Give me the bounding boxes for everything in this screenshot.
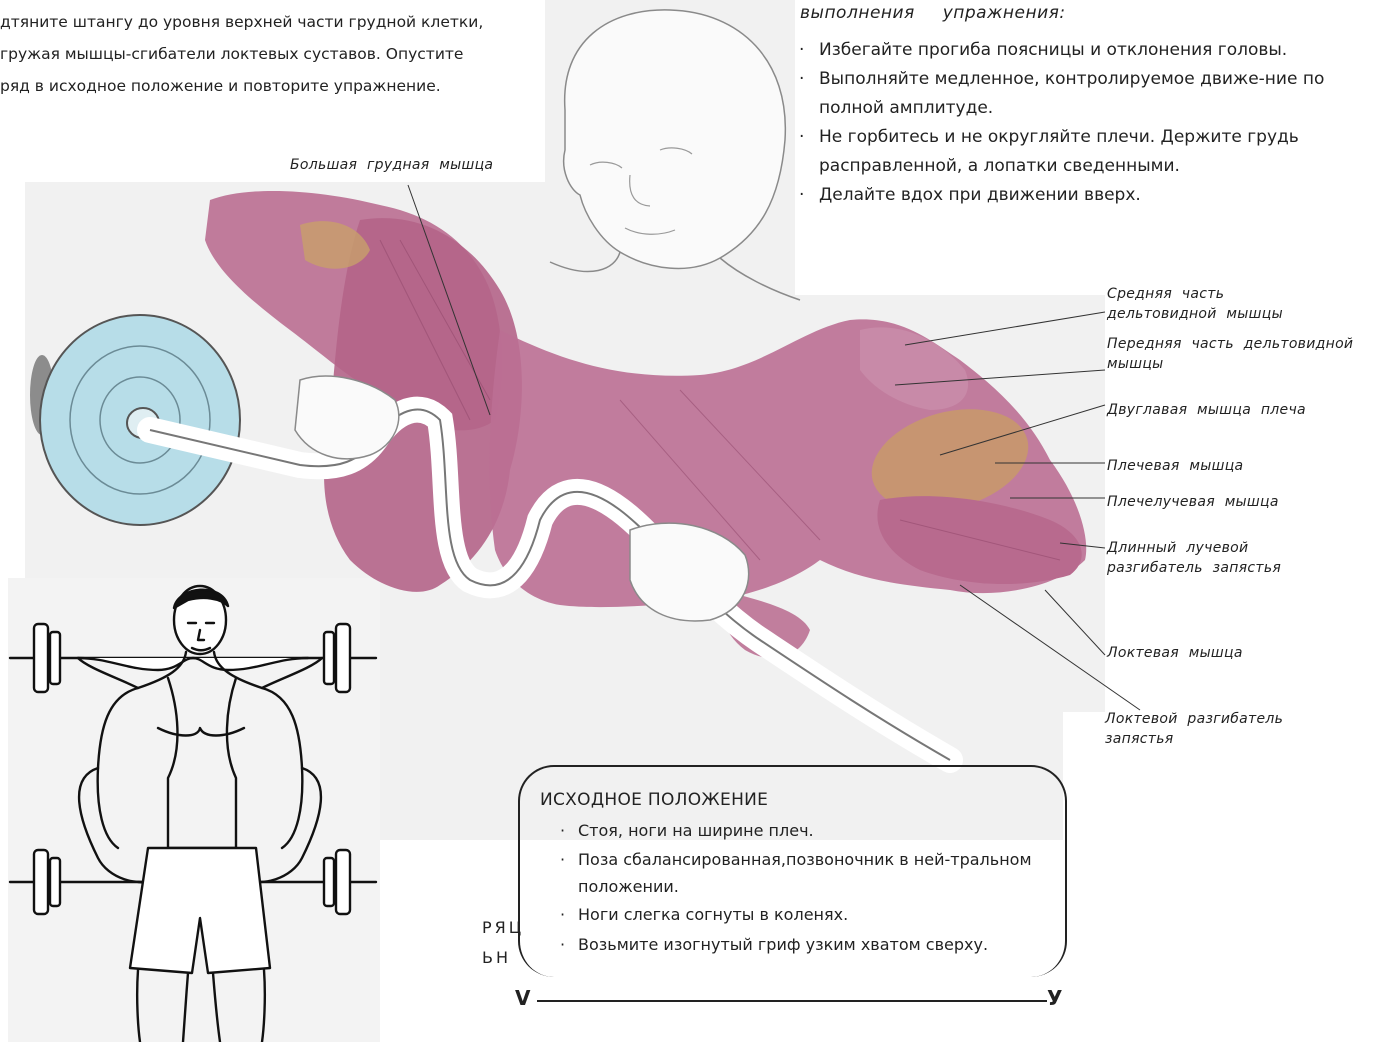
start-item: Поза сбалансированная,позвоночник в ней-… xyxy=(558,846,1058,900)
figure-torso xyxy=(98,652,303,848)
start-position: ИСХОДНОЕ ПОЛОЖЕНИЕ Стоя, ноги на ширине … xyxy=(540,790,1058,960)
upper-plate-right-inner xyxy=(324,632,334,684)
label-biceps: Двуглавая мышца плеча xyxy=(1107,400,1306,420)
lower-plate-right xyxy=(336,850,350,914)
upper-ez-curve xyxy=(78,658,308,670)
arrow-line xyxy=(537,1000,1047,1002)
label-anterior-deltoid: Передняя часть дельтовидной мышцы xyxy=(1107,334,1387,374)
label-brachioradialis: Плечелучевая мышца xyxy=(1107,492,1279,512)
upper-plate-left xyxy=(34,624,48,692)
tip-item: Избегайте прогиба поясницы и отклонения … xyxy=(795,36,1375,65)
tips-list: Избегайте прогиба поясницы и отклонения … xyxy=(795,36,1375,210)
label-anconeus: Локтевая мышца xyxy=(1107,643,1243,663)
label-ext-carpi-radialis-longus: Длинный лучевой разгибатель запястья xyxy=(1107,538,1297,578)
label-ext-carpi-ulnaris: Локтевой разгибатель запястья xyxy=(1105,709,1315,749)
tip-item: Делайте вдох при движении вверх. xyxy=(795,181,1375,210)
label-middle-deltoid: Средняя часть дельтовидной мышцы xyxy=(1107,284,1307,324)
tip-item: Выполняйте медленное, контролируемое дви… xyxy=(795,65,1375,123)
start-position-title: ИСХОДНОЕ ПОЛОЖЕНИЕ xyxy=(540,790,1058,810)
arrow-end-left: V xyxy=(515,986,530,1010)
lower-plate-left xyxy=(34,850,48,914)
start-position-list: Стоя, ноги на ширине плеч. Поза сбаланси… xyxy=(558,816,1058,960)
lower-plate-right-inner xyxy=(324,858,334,906)
margin-mark: РЯЦ xyxy=(482,918,524,937)
figure-legs xyxy=(137,970,265,1042)
tip-item: Не горбитесь и не округляйте плечи. Держ… xyxy=(795,123,1375,181)
arrow-end-right: У xyxy=(1047,986,1062,1010)
figure-chest xyxy=(158,728,244,736)
figure-shorts xyxy=(130,848,270,973)
upper-plate-right xyxy=(336,624,350,692)
start-item: Стоя, ноги на ширине плеч. xyxy=(558,816,1058,846)
start-item: Возьмите изогнутый гриф узким хватом све… xyxy=(558,930,1058,960)
start-item: Ноги слегка согнуты в коленях. xyxy=(558,900,1058,930)
label-brachialis: Плечевая мышца xyxy=(1107,456,1243,476)
lower-plate-left-inner xyxy=(50,858,60,906)
margin-mark: ЬН xyxy=(482,948,511,967)
tips-title: выполнения упражнения: xyxy=(800,3,1066,23)
standing-figure-illustration xyxy=(8,578,380,1042)
upper-plate-left-inner xyxy=(50,632,60,684)
label-pectoralis: Большая грудная мышца xyxy=(290,155,493,175)
figure-tank-top xyxy=(168,678,236,848)
